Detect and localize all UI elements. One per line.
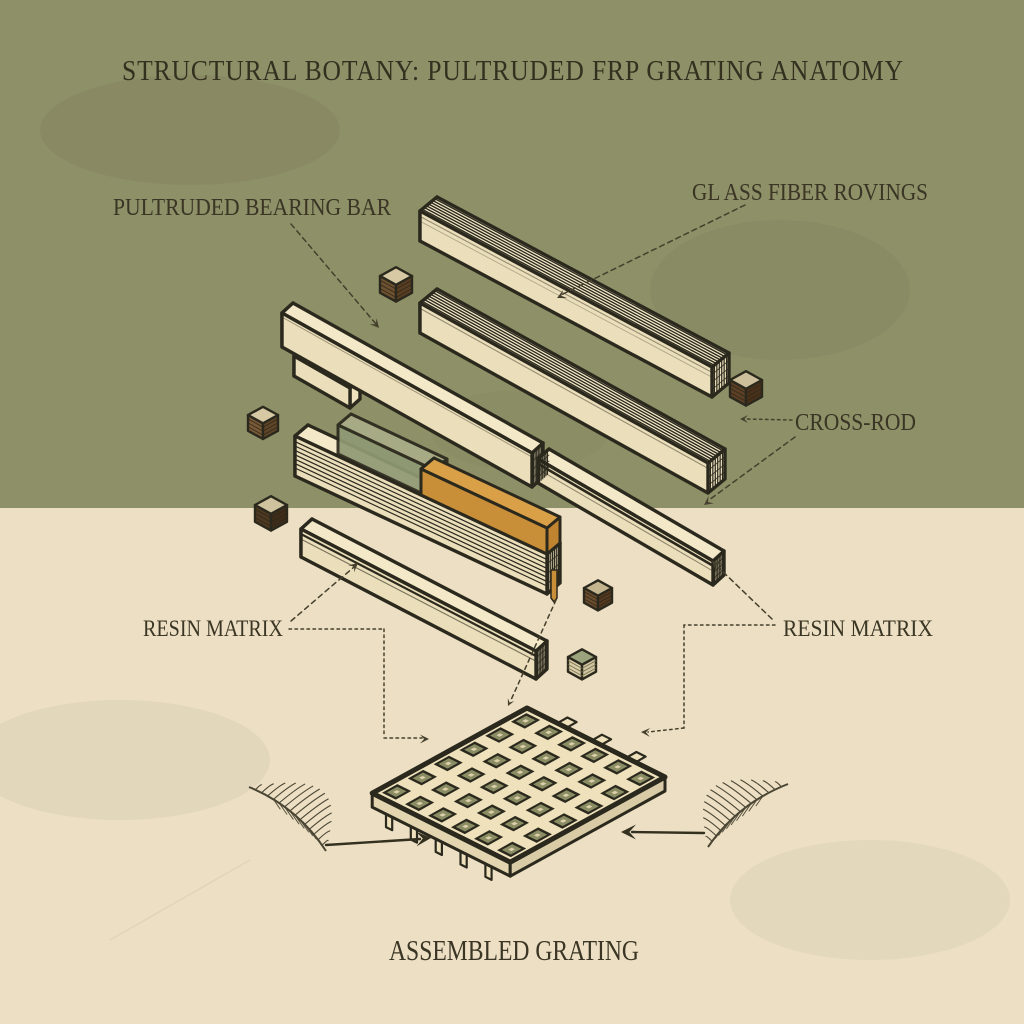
label-assembled-grating: ASSEMBLED GRATING: [389, 936, 639, 967]
leader-lines: [288, 204, 796, 744]
exploded-beams: [280, 195, 731, 681]
feather-icons: [248, 779, 789, 852]
page-title: STRUCTURAL BOTANY: PULTRUDED FRP GRATING…: [122, 55, 904, 87]
paper-texture: [0, 700, 270, 941]
label-resin-matrix-left: RESIN MATRIX: [143, 616, 283, 641]
label-bearing-bar: PULTRUDED BEARING BAR: [113, 195, 391, 221]
resin-cubes: [246, 266, 764, 681]
label-glass-fiber-rovings: GL ASS FIBER ROVINGS: [692, 180, 928, 206]
label-cross-rod: CROSS-ROD: [795, 410, 916, 436]
labels: STRUCTURAL BOTANY: PULTRUDED FRP GRATING…: [113, 55, 933, 967]
assembled-grating-illustration: [369, 705, 668, 882]
label-resin-matrix-right: RESIN MATRIX: [783, 616, 933, 641]
